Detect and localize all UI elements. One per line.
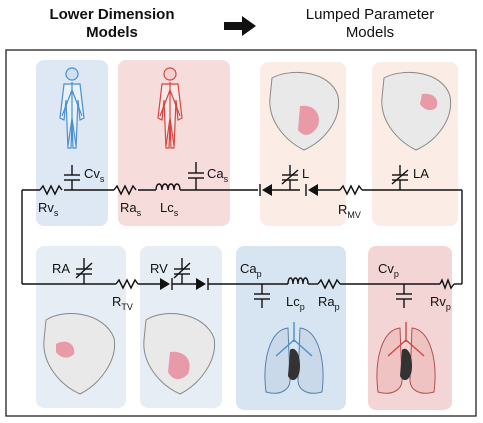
rvs-resistor	[39, 184, 63, 196]
heart-lv-icon	[269, 72, 340, 151]
ras-resistor	[113, 184, 137, 196]
lower-dimension-line2: Models	[86, 24, 138, 41]
rmv-label: RMV	[338, 202, 361, 220]
lcp-inductor	[287, 277, 309, 285]
cvs-capacitor	[64, 165, 80, 190]
lumped-parameter-header: Lumped Parameter Models	[275, 6, 465, 42]
cas-capacitor	[188, 162, 204, 190]
venous-panel	[36, 60, 108, 226]
rap-resistor	[317, 278, 341, 290]
lcs-label: Lcs	[160, 200, 179, 218]
rap-label: Rap	[318, 294, 340, 312]
diagram-frame	[5, 49, 477, 417]
aortic-valve-diode	[259, 184, 272, 196]
ra-variable-capacitor	[75, 258, 93, 284]
venous-body-icon	[59, 67, 85, 149]
rvp-resistor	[439, 278, 455, 290]
lumped-parameter-line1: Lumped Parameter	[305, 6, 435, 23]
arrow-right-icon	[224, 16, 256, 36]
ras-label: Ras	[120, 200, 142, 218]
cvp-capacitor	[396, 284, 412, 308]
mitral-valve-diode	[305, 184, 318, 196]
cvp-label: Cvp	[378, 261, 399, 279]
tricuspid-valve-diode	[160, 278, 173, 290]
rmv-resistor	[339, 184, 363, 196]
ra-label: RA	[52, 261, 70, 276]
lungs-red-icon	[376, 322, 436, 394]
rvp-label: Rvp	[430, 294, 451, 312]
la-label: LA	[413, 166, 429, 181]
pulmonary-valve-diode	[196, 278, 209, 290]
heart-ra-icon	[43, 313, 116, 395]
lcs-inductor	[155, 183, 181, 191]
rtv-resistor	[115, 278, 139, 290]
lumped-parameter-line2: Models	[345, 24, 395, 41]
cap-capacitor	[254, 284, 270, 308]
heart-la-icon	[381, 72, 452, 151]
rv-variable-capacitor	[173, 258, 191, 284]
rvs-label: Rvs	[38, 200, 59, 218]
heart-rv-icon	[143, 313, 216, 395]
lv-variable-capacitor	[281, 165, 299, 190]
cvs-label: Cvs	[84, 166, 105, 184]
rv-label: RV	[150, 261, 168, 276]
lungs-blue-icon	[264, 322, 324, 394]
lower-dimension-line1: Lower Dimension	[49, 6, 175, 23]
la-variable-capacitor	[391, 165, 409, 190]
l-label: L	[302, 166, 309, 181]
lower-dimension-header: Lower Dimension Models	[22, 6, 202, 42]
arterial-body-icon	[157, 67, 183, 149]
top-wire	[21, 189, 463, 284]
lcp-label: Lcp	[286, 294, 305, 312]
rtv-label: RTV	[112, 294, 133, 312]
cas-label: Cas	[207, 166, 229, 184]
cap-label: Cap	[240, 261, 262, 279]
